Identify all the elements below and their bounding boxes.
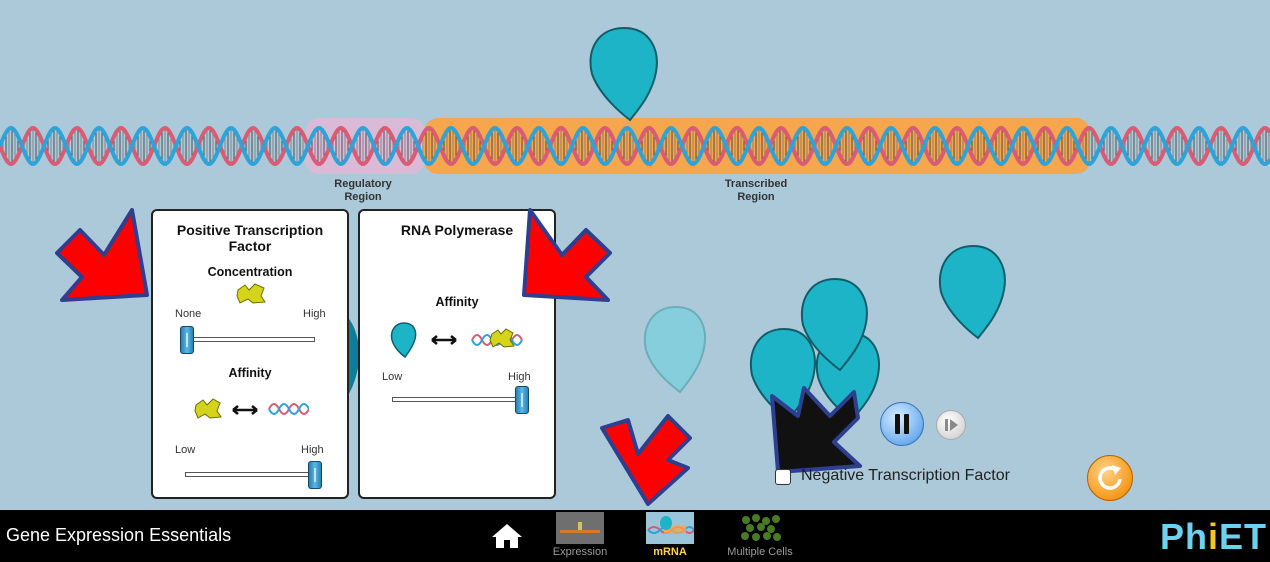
dna-icon (268, 403, 309, 415)
play-area: Regulatory Region Transcribed Region Pos… (0, 24, 1270, 506)
dna-backbone-strand-a (0, 126, 1270, 166)
annotation-arrow-red (55, 208, 149, 302)
panel-title-line2: Factor (228, 238, 272, 254)
step-forward-button[interactable] (936, 410, 966, 440)
reset-icon (1098, 465, 1122, 490)
rnap-affinity-slider-track[interactable] (392, 397, 522, 402)
dna-backbone-strand-b (0, 126, 1270, 166)
concentration-max-label: High (303, 308, 326, 320)
reset-all-button[interactable] (1087, 455, 1133, 501)
tab-multiple-cells[interactable]: Multiple Cells (725, 512, 795, 558)
tab-label: Multiple Cells (727, 546, 793, 558)
step-forward-icon (945, 419, 958, 431)
annotation-arrow-black (770, 386, 862, 474)
phet-logo[interactable]: PhiET (1160, 516, 1268, 557)
tab-mrna[interactable]: mRNA (635, 512, 705, 558)
negative-tf-checkbox[interactable] (775, 469, 791, 485)
rna-polymerase-icon (390, 322, 417, 359)
affinity-max-label: High (508, 371, 531, 383)
panel-title: Positive Transcription (176, 222, 324, 238)
dna-strand (0, 126, 1270, 166)
affinity-label: Affinity (228, 366, 272, 380)
affinity-slider-thumb[interactable] (308, 461, 322, 489)
rna-polymerase-molecule-faded[interactable] (642, 304, 710, 394)
affinity-label: Affinity (435, 295, 479, 309)
tab-label: mRNA (653, 546, 687, 558)
mrna-tab-thumbnail (646, 512, 694, 544)
concentration-slider-thumb[interactable] (180, 326, 194, 354)
pause-button[interactable] (880, 402, 924, 446)
positive-tf-icon (194, 398, 222, 419)
affinity-min-label: Low (175, 444, 196, 456)
annotation-arrow-red (600, 414, 692, 506)
tab-expression[interactable]: Expression (545, 512, 615, 558)
positive-tf-icon (236, 283, 266, 304)
rna-polymerase-panel: RNA Polymerase Affinity Low High (358, 209, 556, 499)
expression-tab-thumbnail (556, 512, 604, 544)
multiple-cells-tab-thumbnail (736, 512, 784, 544)
pause-icon (895, 414, 909, 434)
regulatory-region-label: Regulatory Region (334, 178, 392, 203)
app-title: Gene Expression Essentials (6, 525, 232, 545)
affinity-min-label: Low (382, 371, 403, 383)
panel-title: RNA Polymerase (400, 222, 514, 238)
affinity-slider-track[interactable] (185, 472, 315, 477)
rna-polymerase-molecule[interactable] (936, 242, 1010, 340)
affinity-max-label: High (301, 444, 324, 456)
double-arrow-icon (232, 405, 258, 415)
concentration-slider-track[interactable] (185, 337, 315, 342)
rna-polymerase-molecule[interactable] (798, 276, 872, 372)
home-icon[interactable] (490, 522, 524, 550)
concentration-min-label: None (175, 308, 202, 320)
rna-polymerase-molecule[interactable] (586, 24, 662, 122)
negative-tf-label[interactable]: Negative Transcription Factor (801, 467, 1010, 484)
tab-label: Expression (552, 546, 608, 558)
transcribed-region-label: Transcribed Region (724, 178, 788, 203)
double-arrow-icon (431, 335, 457, 345)
annotation-arrow-red (522, 208, 612, 302)
rnap-affinity-slider-thumb[interactable] (515, 386, 529, 414)
concentration-label: Concentration (207, 265, 293, 279)
positive-transcription-factor-panel: Positive Transcription Factor Concentrat… (151, 209, 349, 499)
navigation-bar: Gene Expression Essentials Expression mR… (0, 510, 1270, 562)
dna-with-factor-icon (471, 328, 523, 348)
